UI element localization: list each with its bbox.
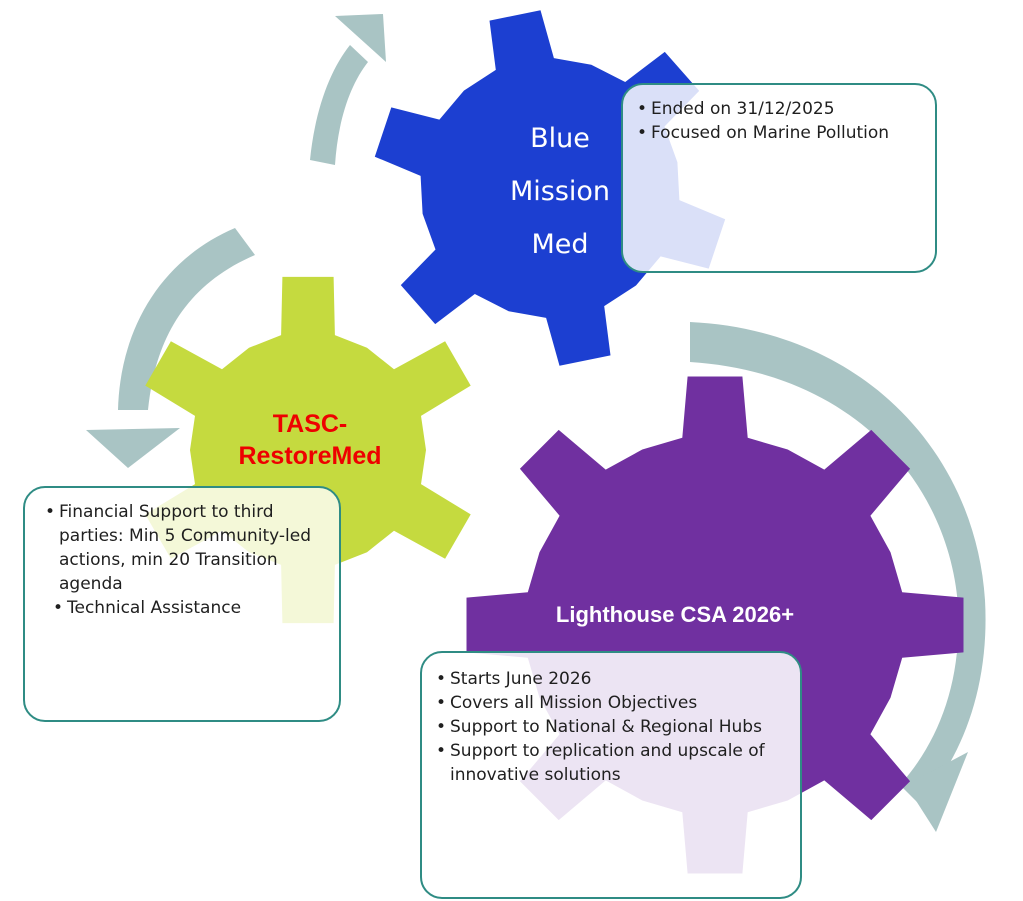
note-item: Covers all Mission Objectives — [434, 691, 790, 715]
gear-label-blue: Blue Mission Med — [475, 112, 645, 271]
note-list: Ended on 31/12/2025 Focused on Marine Po… — [635, 97, 925, 145]
note-tasc-restoremed: Financial Support to third parties: Min … — [23, 486, 341, 722]
gear-label-blue-line: Med — [531, 229, 589, 260]
note-item: Support to National & Regional Hubs — [434, 715, 790, 739]
gear-label-green-line: TASC- — [272, 410, 348, 438]
note-list: Financial Support to third parties: Min … — [43, 500, 331, 620]
arrow-top-left-head — [86, 428, 180, 468]
note-blue-mission: Ended on 31/12/2025 Focused on Marine Po… — [621, 83, 937, 273]
note-item: Technical Assistance — [51, 596, 331, 620]
note-item: Focused on Marine Pollution — [635, 121, 925, 145]
gear-label-blue-line: Blue — [530, 123, 590, 154]
gear-label-purple: Lighthouse CSA 2026+ — [555, 602, 795, 627]
arrow-top-left — [118, 228, 255, 410]
gear-label-green-line: RestoreMed — [238, 442, 382, 470]
arrow-up-head — [335, 14, 386, 62]
note-item: Financial Support to third parties: Min … — [43, 500, 331, 596]
arrow-up — [310, 45, 368, 165]
gear-green — [145, 276, 471, 624]
note-item: Starts June 2026 — [434, 667, 790, 691]
note-item: Support to replication and upscale of in… — [434, 739, 790, 787]
note-lighthouse-csa: Starts June 2026 Covers all Mission Obje… — [420, 651, 802, 899]
arrow-right-head — [906, 752, 968, 832]
gear-label-blue-line: Mission — [509, 176, 611, 207]
note-list: Starts June 2026 Covers all Mission Obje… — [434, 667, 790, 787]
arrow-right — [690, 322, 986, 805]
note-item: Ended on 31/12/2025 — [635, 97, 925, 121]
gear-label-green: TASC- RestoreMed — [185, 408, 435, 472]
